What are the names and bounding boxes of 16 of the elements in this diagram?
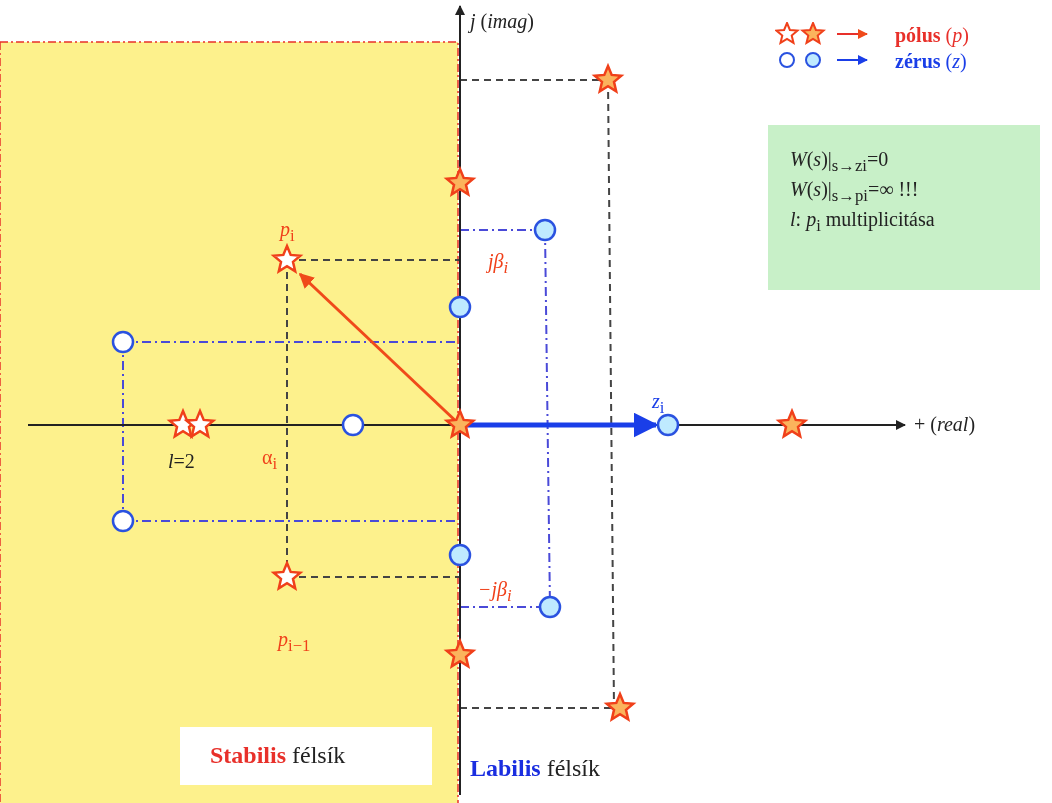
unstable-half-plane-label: Labilis félsík — [470, 755, 601, 782]
zero-condition: W(s)|$_{s→zi}$=0 — [790, 148, 889, 176]
imaginary-part-label: −jβ$_{i}$ — [478, 578, 512, 606]
legend-text: zérus (z) — [895, 50, 967, 73]
pole-label: p$_{i}$ — [280, 218, 295, 246]
pole-condition: W(s)|$_{s→pi}$=∞ !!! — [790, 178, 919, 206]
zero-label: z$_{i}$ — [652, 390, 665, 418]
axis-label: + (real) — [914, 413, 976, 436]
multiplicity-label: l=2 — [168, 450, 195, 473]
stable-half-plane-label: Stabilis félsík — [210, 742, 346, 769]
axis-label: j (imag) — [470, 10, 534, 33]
multiplicity-note: l: p$_{i}$ multiplicitása — [790, 208, 935, 236]
imaginary-part-label: jβ$_{i}$ — [488, 250, 509, 278]
pole-label: p$_{i−1}$ — [278, 628, 311, 656]
legend-text: pólus (p) — [895, 24, 969, 47]
real-part-label: α$_{i}$ — [262, 446, 278, 474]
